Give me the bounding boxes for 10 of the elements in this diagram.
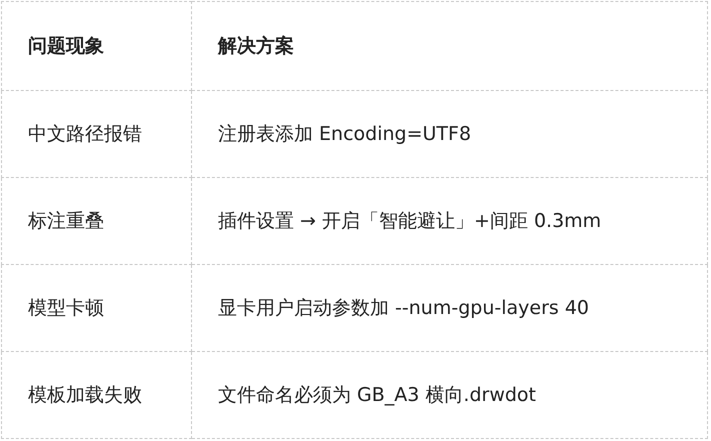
table-cell: 模型卡顿	[2, 264, 192, 352]
column-header: 解决方案	[192, 2, 708, 90]
table-cell: 模板加载失败	[2, 352, 192, 438]
table-cell: 注册表添加 Encoding=UTF8	[192, 90, 708, 178]
table-cell: 插件设置 → 开启「智能避让」+间距 0.3mm	[192, 178, 708, 264]
table-cell: 显卡用户启动参数加 --num-gpu-layers 40	[192, 264, 708, 352]
table-cell: 标注重叠	[2, 178, 192, 264]
table-cell: 文件命名必须为 GB_A3 横向.drwdot	[192, 352, 708, 438]
column-header: 问题现象	[2, 2, 192, 90]
table-cell: 中文路径报错	[2, 90, 192, 178]
